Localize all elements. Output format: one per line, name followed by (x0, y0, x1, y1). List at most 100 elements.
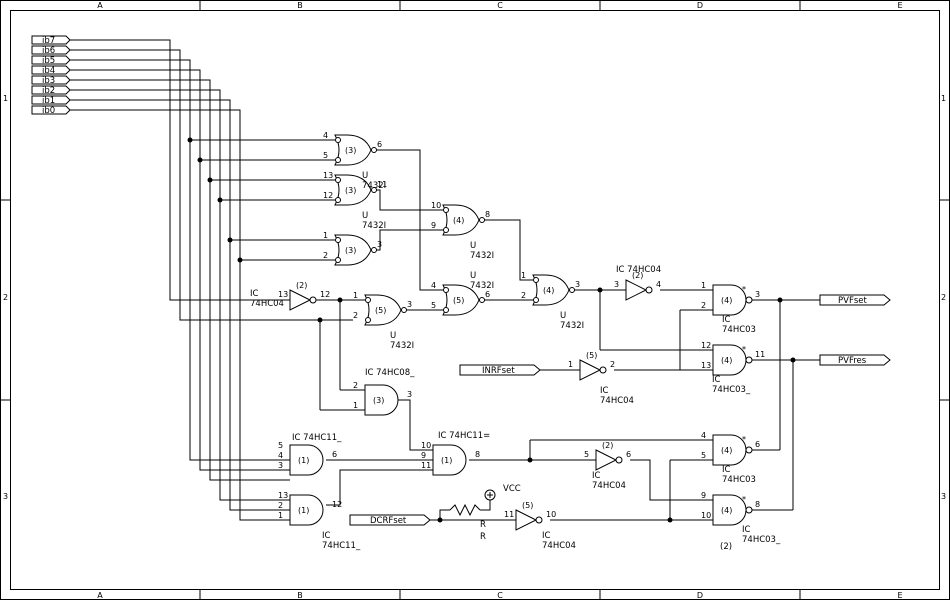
port-inrfset (459, 364, 541, 376)
pin-in: 5 (431, 301, 436, 310)
pin-in: 4 (701, 431, 706, 440)
pin-out: 12 (332, 500, 342, 509)
output-bubble (569, 287, 575, 293)
gate-part-label: IC (712, 375, 721, 385)
vcc-label: VCC (503, 484, 521, 494)
input-bubble (533, 297, 539, 303)
gate-part-label: U (470, 271, 476, 281)
pin-in: 3 (278, 461, 283, 470)
open-drain-marker: * (742, 435, 746, 444)
section-label: (3) (345, 186, 356, 195)
port-pvfres (819, 354, 891, 366)
zone-row-3-left: 3 (3, 492, 8, 501)
pin-in: 9 (701, 491, 706, 500)
pin-out: 8 (475, 450, 480, 459)
gate-part-label: 74HC04 (592, 481, 626, 491)
pin-out: 6 (755, 440, 760, 449)
pin-out: 6 (485, 290, 490, 299)
inverter-bubble (599, 366, 607, 374)
port-dcrfset (349, 514, 431, 526)
gate-part-label: IC (250, 289, 259, 299)
gate-part-label: IC (722, 465, 731, 475)
pin-out: 3 (407, 390, 412, 399)
port-label-ib7: ib7 (42, 36, 55, 46)
inverter-bubble (309, 296, 317, 304)
gate-part-label: 74HC03_ (712, 385, 751, 395)
pin-in: 1 (521, 271, 526, 280)
pin-in: 9 (431, 221, 436, 230)
pin-out: 3 (407, 300, 412, 309)
section-label: (4) (543, 286, 554, 295)
inverter-bubble (615, 456, 623, 464)
port-label-ib1: ib1 (42, 96, 55, 106)
gate-part-label: 7432I (362, 181, 386, 191)
pin-out: 6 (377, 140, 382, 149)
gate-part-label: IC 74HC04 (616, 265, 661, 275)
inverter-shape (579, 359, 602, 381)
inverter-bubble (645, 286, 653, 294)
input-bubble (443, 227, 449, 233)
section-label: (5) (522, 501, 533, 510)
gate-body (364, 384, 399, 416)
gate-body (334, 134, 372, 166)
open-drain-marker: * (742, 285, 746, 294)
section-label: (4) (453, 216, 464, 225)
input-bubble (443, 207, 449, 213)
zone-col-c-top: C (497, 1, 503, 10)
input-bubble (335, 237, 341, 243)
zone-col-d-top: D (697, 1, 703, 10)
section-label: (3) (345, 246, 356, 255)
zone-col-b-top: B (297, 1, 303, 10)
gate-part-label: U (362, 171, 368, 181)
inverter-shape (595, 449, 618, 471)
pin-out: 11 (755, 350, 765, 359)
gate-or1: (3)456 (323, 131, 382, 166)
pin-in: 1 (568, 360, 573, 369)
pin-in: 10 (421, 441, 431, 450)
port-ib5 (31, 55, 71, 65)
gate-part-label: 74HC11_ (322, 541, 361, 551)
io-ports: PVFset PVFres INRFset DCRFset (349, 294, 891, 526)
wires (70, 39, 820, 521)
pin-in: 2 (353, 381, 358, 390)
pin-in: 13 (323, 171, 333, 180)
input-bubble (335, 157, 341, 163)
gate-part-label: U (362, 211, 368, 221)
gate-body (334, 174, 372, 206)
port-label-dcrfset: DCRFset (370, 516, 407, 526)
output-bubble (401, 307, 407, 313)
gate-body (442, 284, 480, 316)
zone-col-c-bottom: C (497, 591, 503, 600)
section-label: (5) (453, 296, 464, 305)
pin-in: 1 (353, 401, 358, 410)
zone-col-d-bottom: D (697, 591, 703, 600)
input-bubble (335, 177, 341, 183)
input-bubble (533, 277, 539, 283)
zone-row-2-left: 2 (3, 293, 8, 302)
gate-part-label: IC 74HC08_ (365, 368, 415, 378)
zone-row-1-right: 1 (941, 94, 946, 103)
zone-labels: A B C D E A B C D E 1 2 3 1 2 3 (3, 1, 946, 600)
output-bubble (479, 217, 485, 223)
port-label-ib3: ib3 (42, 76, 55, 86)
section-label: (3) (345, 146, 356, 155)
pin-in: 1 (323, 231, 328, 240)
gate-part-label: 74HC04 (250, 299, 284, 309)
section-label: (4) (721, 356, 732, 365)
pin-in: 5 (278, 441, 283, 450)
output-bubble (745, 506, 753, 514)
gate-part-label: IC (742, 525, 751, 535)
pin-in: 1 (353, 291, 358, 300)
pin-in: 4 (323, 131, 328, 140)
pin-out: 11 (377, 180, 387, 189)
gate-body (364, 294, 402, 326)
section-label-extra: (2) (720, 542, 732, 552)
